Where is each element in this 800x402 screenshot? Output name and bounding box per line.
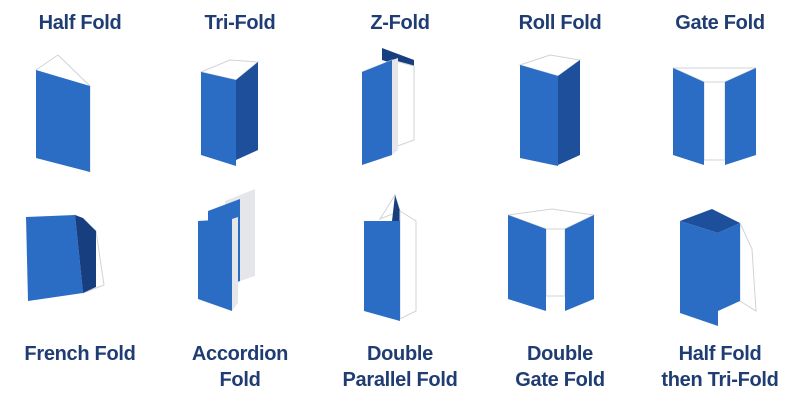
half-fold-label: Half Fold: [38, 12, 122, 34]
inner-panel: [703, 81, 726, 161]
front-panel: [520, 65, 558, 166]
accordion-fold-label: Accordion Fold: [191, 343, 289, 391]
front-panel: [198, 219, 232, 311]
front-panel: [680, 221, 718, 326]
roll-fold-label: Roll Fold: [518, 12, 602, 34]
gate-fold-item: Gate Fold: [640, 0, 800, 201]
front-panel: [364, 221, 400, 321]
double-parallel-fold-item: Double Parallel Fold: [320, 193, 480, 402]
side-panel: [558, 60, 580, 165]
side-panel: [236, 62, 258, 160]
z-fold-label: Z-Fold: [370, 12, 430, 34]
double-parallel-fold-label: Double Parallel Fold: [342, 343, 458, 391]
side-panel: [718, 223, 740, 311]
accordion-fold-illustration: [198, 189, 255, 311]
right-gate: [565, 215, 594, 311]
double-gate-fold-label: Double Gate Fold: [515, 343, 605, 391]
french-fold-item: French Fold: [0, 201, 160, 402]
double-gate-fold-illustration: [507, 208, 596, 311]
top-panel: [680, 209, 740, 233]
half-fold-then-tri-fold-item: Half Fold then Tri-Fold: [640, 201, 800, 402]
inner-panel: [75, 215, 96, 293]
half-fold-then-tri-fold-illustration: [680, 209, 757, 326]
front-panel: [26, 215, 83, 301]
gate-fold-label: Gate Fold: [675, 12, 765, 34]
french-fold-label: French Fold: [24, 343, 136, 365]
double-gate-fold-item: Double Gate Fold: [480, 201, 640, 402]
z-fold-item: Z-Fold: [320, 0, 480, 201]
half-fold-item: Half Fold: [0, 0, 160, 201]
half-fold-then-tri-fold-label: Half Fold then Tri-Fold: [661, 343, 779, 391]
front-panel: [36, 70, 90, 172]
back-panel: [739, 222, 757, 312]
tri-fold-item: Tri-Fold: [160, 0, 320, 201]
roll-fold-item: Roll Fold: [480, 0, 640, 201]
left-gate: [673, 68, 704, 165]
right-gate: [725, 68, 756, 165]
inner-flap: [392, 195, 400, 221]
inner-panel: [545, 228, 566, 297]
z-fold-illustration: [361, 48, 415, 165]
fold-edge: [392, 58, 398, 155]
french-fold-illustration: [26, 213, 105, 301]
front-panel: [201, 72, 236, 166]
accordion-fold-item: Accordion Fold: [160, 189, 320, 402]
front-panel: [362, 60, 392, 165]
tri-fold-illustration: [199, 59, 260, 166]
left-gate: [508, 215, 546, 311]
side-panel: [399, 210, 417, 320]
gate-fold-illustration: [672, 67, 757, 165]
double-parallel-fold-illustration: [364, 193, 417, 321]
roll-fold-illustration: [518, 54, 582, 166]
half-fold-illustration: [35, 54, 91, 173]
tri-fold-label: Tri-Fold: [204, 12, 276, 34]
fold-edge: [232, 217, 238, 311]
